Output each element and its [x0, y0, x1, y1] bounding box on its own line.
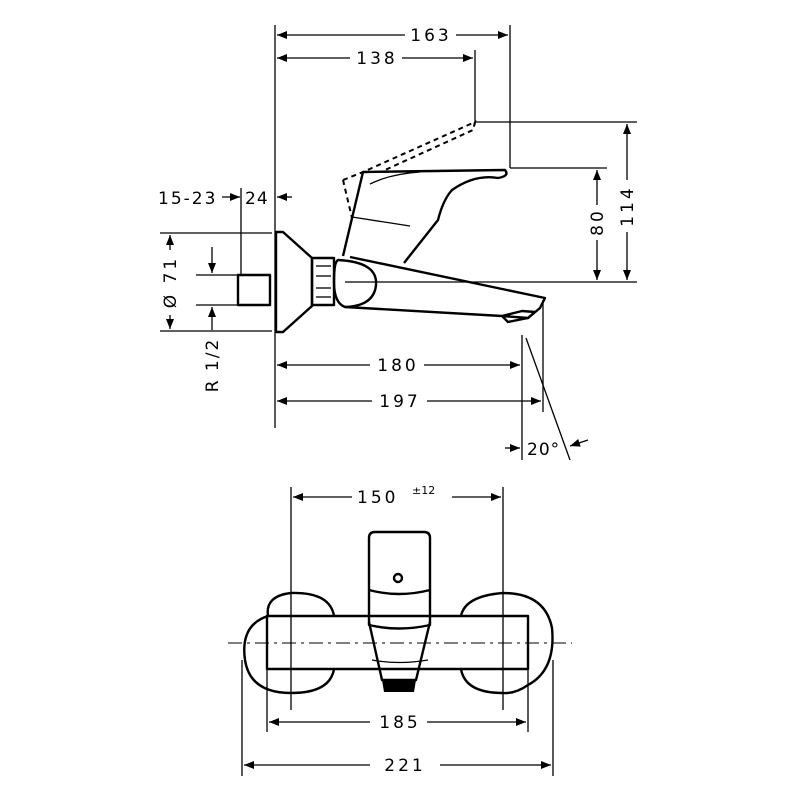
indicator-dot: [392, 572, 404, 584]
dim-label-15-23: 15-23: [158, 189, 217, 209]
dim-tolerance: ±12: [412, 484, 435, 497]
dimension-arrow: [569, 439, 589, 447]
dim-label-138: 138: [356, 49, 397, 69]
lever-contour: [369, 171, 421, 185]
union-nut: [310, 256, 336, 307]
rosette-left: [243, 591, 336, 695]
lever-joint-line: [351, 216, 411, 227]
mixer-body: [332, 258, 378, 309]
aerator: [500, 309, 537, 320]
angle-line: [525, 337, 571, 461]
lever-open-position: [342, 120, 477, 181]
side-view: 163 138 114 80 15-23 24 Ø 71 R 1/2: [158, 25, 638, 461]
dim-label-221: 221: [384, 756, 425, 776]
dim-label-150: 150: [357, 488, 398, 508]
dim-label-163: 163: [410, 26, 451, 46]
dim-label-80: 80: [588, 208, 608, 236]
dim-label-thread: R 1/2: [203, 338, 223, 393]
lever-base-curve: [368, 588, 431, 596]
lever-handle-front: [367, 530, 432, 590]
dim-label-diameter-71: Ø 71: [161, 256, 181, 308]
mixer-spout-front: [367, 621, 432, 682]
front-view: 150 ±12 185 221: [228, 484, 572, 776]
dim-label-185: 185: [379, 713, 420, 733]
lever-open-position: [342, 179, 353, 219]
lever-handle: [341, 168, 508, 264]
dim-label-114: 114: [618, 185, 638, 226]
spout-contour: [371, 659, 429, 664]
dim-label-180: 180: [377, 356, 418, 376]
wall-rosette: [274, 230, 314, 334]
dim-label-angle-20: 20°: [527, 440, 560, 460]
aerator-front: [382, 680, 416, 692]
connector-pipe: [236, 273, 272, 307]
rosette-right: [459, 591, 554, 695]
dim-label-24: 24: [245, 189, 269, 209]
dim-label-197: 197: [379, 392, 420, 412]
mixer-neck: [367, 590, 432, 630]
